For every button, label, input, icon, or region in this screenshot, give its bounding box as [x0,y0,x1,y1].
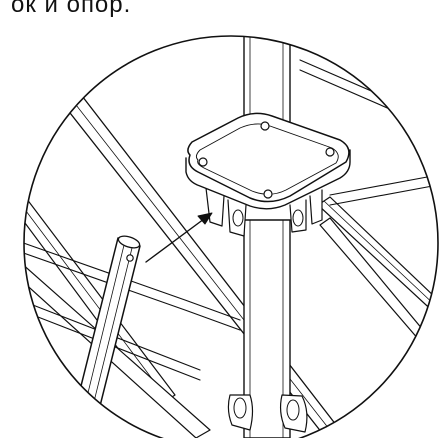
vertical-pole [243,36,291,438]
bottom-joint-hardware [227,394,308,433]
detail-magnifier-circle [23,35,439,438]
insertion-arrow [145,212,213,263]
instruction-caption: ок и опор. [11,0,132,18]
frame-bars [24,59,438,438]
top-connector-hub [185,112,351,237]
